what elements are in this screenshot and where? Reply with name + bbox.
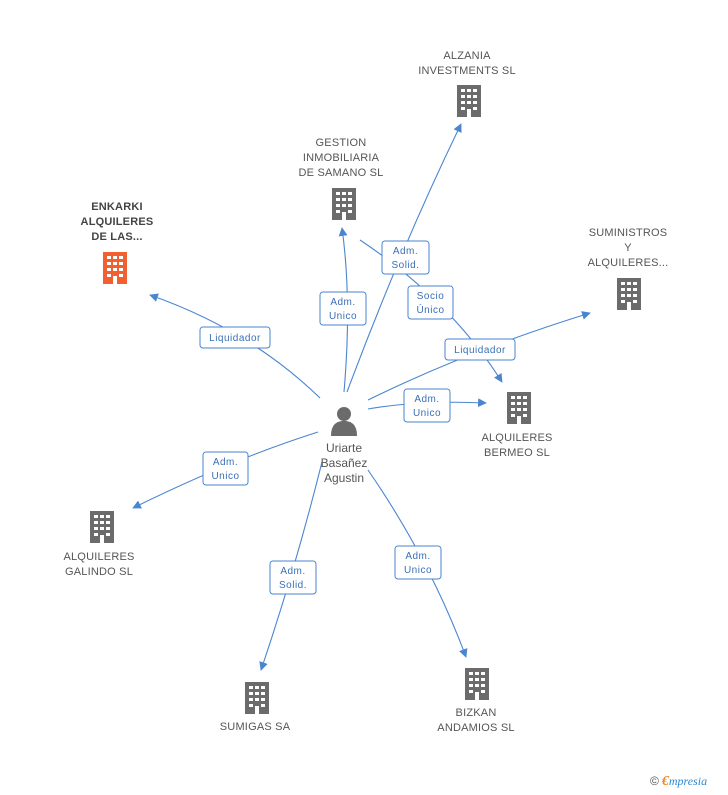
edge-label-text: Socio — [417, 291, 445, 302]
company-label-line: BERMEO SL — [484, 447, 550, 459]
edge-label-box — [394, 545, 442, 580]
company-label-line: DE LAS... — [91, 231, 142, 243]
company-label-line: INVESTMENTS SL — [418, 65, 516, 77]
company-node-bizkan[interactable]: BIZKAN ANDAMIOS SL — [437, 668, 514, 734]
edge-label-text: Unico — [329, 311, 357, 322]
edge-label-text: Adm. — [280, 566, 305, 577]
building-icon — [617, 278, 641, 310]
edge-label-e-sumigas[interactable]: Adm. Solid. — [269, 560, 317, 595]
center-person[interactable]: Uriarte Basañez Agustin — [321, 407, 368, 485]
building-icon — [457, 85, 481, 117]
edge-label-text: Adm. — [405, 551, 430, 562]
company-label-line: ENKARKI — [91, 201, 143, 213]
edge-label-text: Adm. — [393, 246, 418, 257]
edge-label-box — [381, 240, 430, 275]
company-label-line: GESTION — [316, 137, 367, 149]
edge-label-box — [403, 388, 451, 423]
edge-label-box — [407, 285, 454, 320]
edge-label-e-gestion[interactable]: Adm. Unico — [319, 291, 367, 326]
person-icon — [331, 407, 357, 436]
brand-name: mpresia — [668, 774, 708, 788]
brand-footer[interactable]: ©€mpresia — [650, 774, 707, 790]
company-label-line: ALZANIA — [443, 50, 491, 62]
company-label-line: ALQUILERES — [481, 432, 552, 444]
edge-label-text: Unico — [211, 471, 239, 482]
edge-label-e-galindo[interactable]: Adm. Unico — [202, 451, 249, 486]
building-icon — [103, 252, 127, 284]
edge-label-text: Solid. — [391, 260, 419, 271]
edge-label-e-enkarki[interactable]: Liquidador — [199, 326, 271, 349]
edge-label-text: Adm. — [414, 394, 439, 405]
edge-label-e-bizkan[interactable]: Adm. Unico — [394, 545, 442, 580]
edge-label-box — [319, 291, 367, 326]
company-node-galindo[interactable]: ALQUILERES GALINDO SL — [63, 511, 134, 578]
company-label-line: Y — [624, 242, 632, 254]
edge-label-text: Único — [416, 303, 444, 316]
company-label-line: BIZKAN — [456, 707, 497, 719]
edge-label-e-alzania[interactable]: Adm. Solid. — [381, 240, 430, 275]
company-node-enkarki[interactable]: ENKARKI ALQUILERES DE LAS... — [81, 201, 154, 284]
company-label-line: ANDAMIOS SL — [437, 722, 514, 734]
company-label-line: INMOBILIARIA — [303, 152, 380, 164]
edge-label-text: Solid. — [279, 580, 307, 591]
edge-label-text: Unico — [413, 408, 441, 419]
edge-label-text: Adm. — [213, 457, 238, 468]
center-label-line-2: Basañez — [321, 456, 368, 470]
company-node-alzania[interactable]: ALZANIA INVESTMENTS SL — [418, 50, 516, 117]
edge-label-e-suministros[interactable]: Liquidador — [444, 338, 516, 361]
edge-label-text: Liquidador — [209, 333, 261, 344]
company-node-gestion[interactable]: GESTION INMOBILIARIA DE SAMANO SL — [299, 137, 384, 220]
company-node-bermeo[interactable]: ALQUILERES BERMEO SL — [481, 392, 552, 459]
edge-label-text: Liquidador — [454, 345, 506, 356]
center-label-line-1: Uriarte — [326, 441, 362, 455]
edge-label-e-bermeo[interactable]: Adm. Unico — [403, 388, 451, 423]
company-label-line: GALINDO SL — [65, 566, 133, 578]
edge-label-box — [269, 560, 317, 595]
company-label-line: ALQUILERES... — [588, 257, 669, 269]
edge-label-box — [444, 338, 516, 361]
edge-label-box — [199, 326, 271, 349]
building-icon — [245, 682, 269, 714]
company-label-line: ALQUILERES — [63, 551, 134, 563]
copyright-symbol: © — [650, 774, 659, 788]
company-label-line: ALQUILERES — [81, 216, 154, 228]
company-label-line: SUMIGAS SA — [220, 721, 291, 733]
edge-label-text: Adm. — [330, 297, 355, 308]
building-icon — [332, 188, 356, 220]
edge-label-box — [202, 451, 249, 486]
center-label-line-3: Agustin — [324, 471, 364, 485]
company-label-line: SUMINISTROS — [589, 227, 668, 239]
company-node-suministros[interactable]: SUMINISTROS Y ALQUILERES... — [588, 227, 669, 310]
edge-label-text: Unico — [404, 565, 432, 576]
building-icon — [507, 392, 531, 424]
company-node-sumigas[interactable]: SUMIGAS SA — [220, 682, 291, 733]
building-icon — [90, 511, 114, 543]
company-label-line: DE SAMANO SL — [299, 167, 384, 179]
building-icon — [465, 668, 489, 700]
brand-logo-letter: € — [661, 774, 669, 789]
